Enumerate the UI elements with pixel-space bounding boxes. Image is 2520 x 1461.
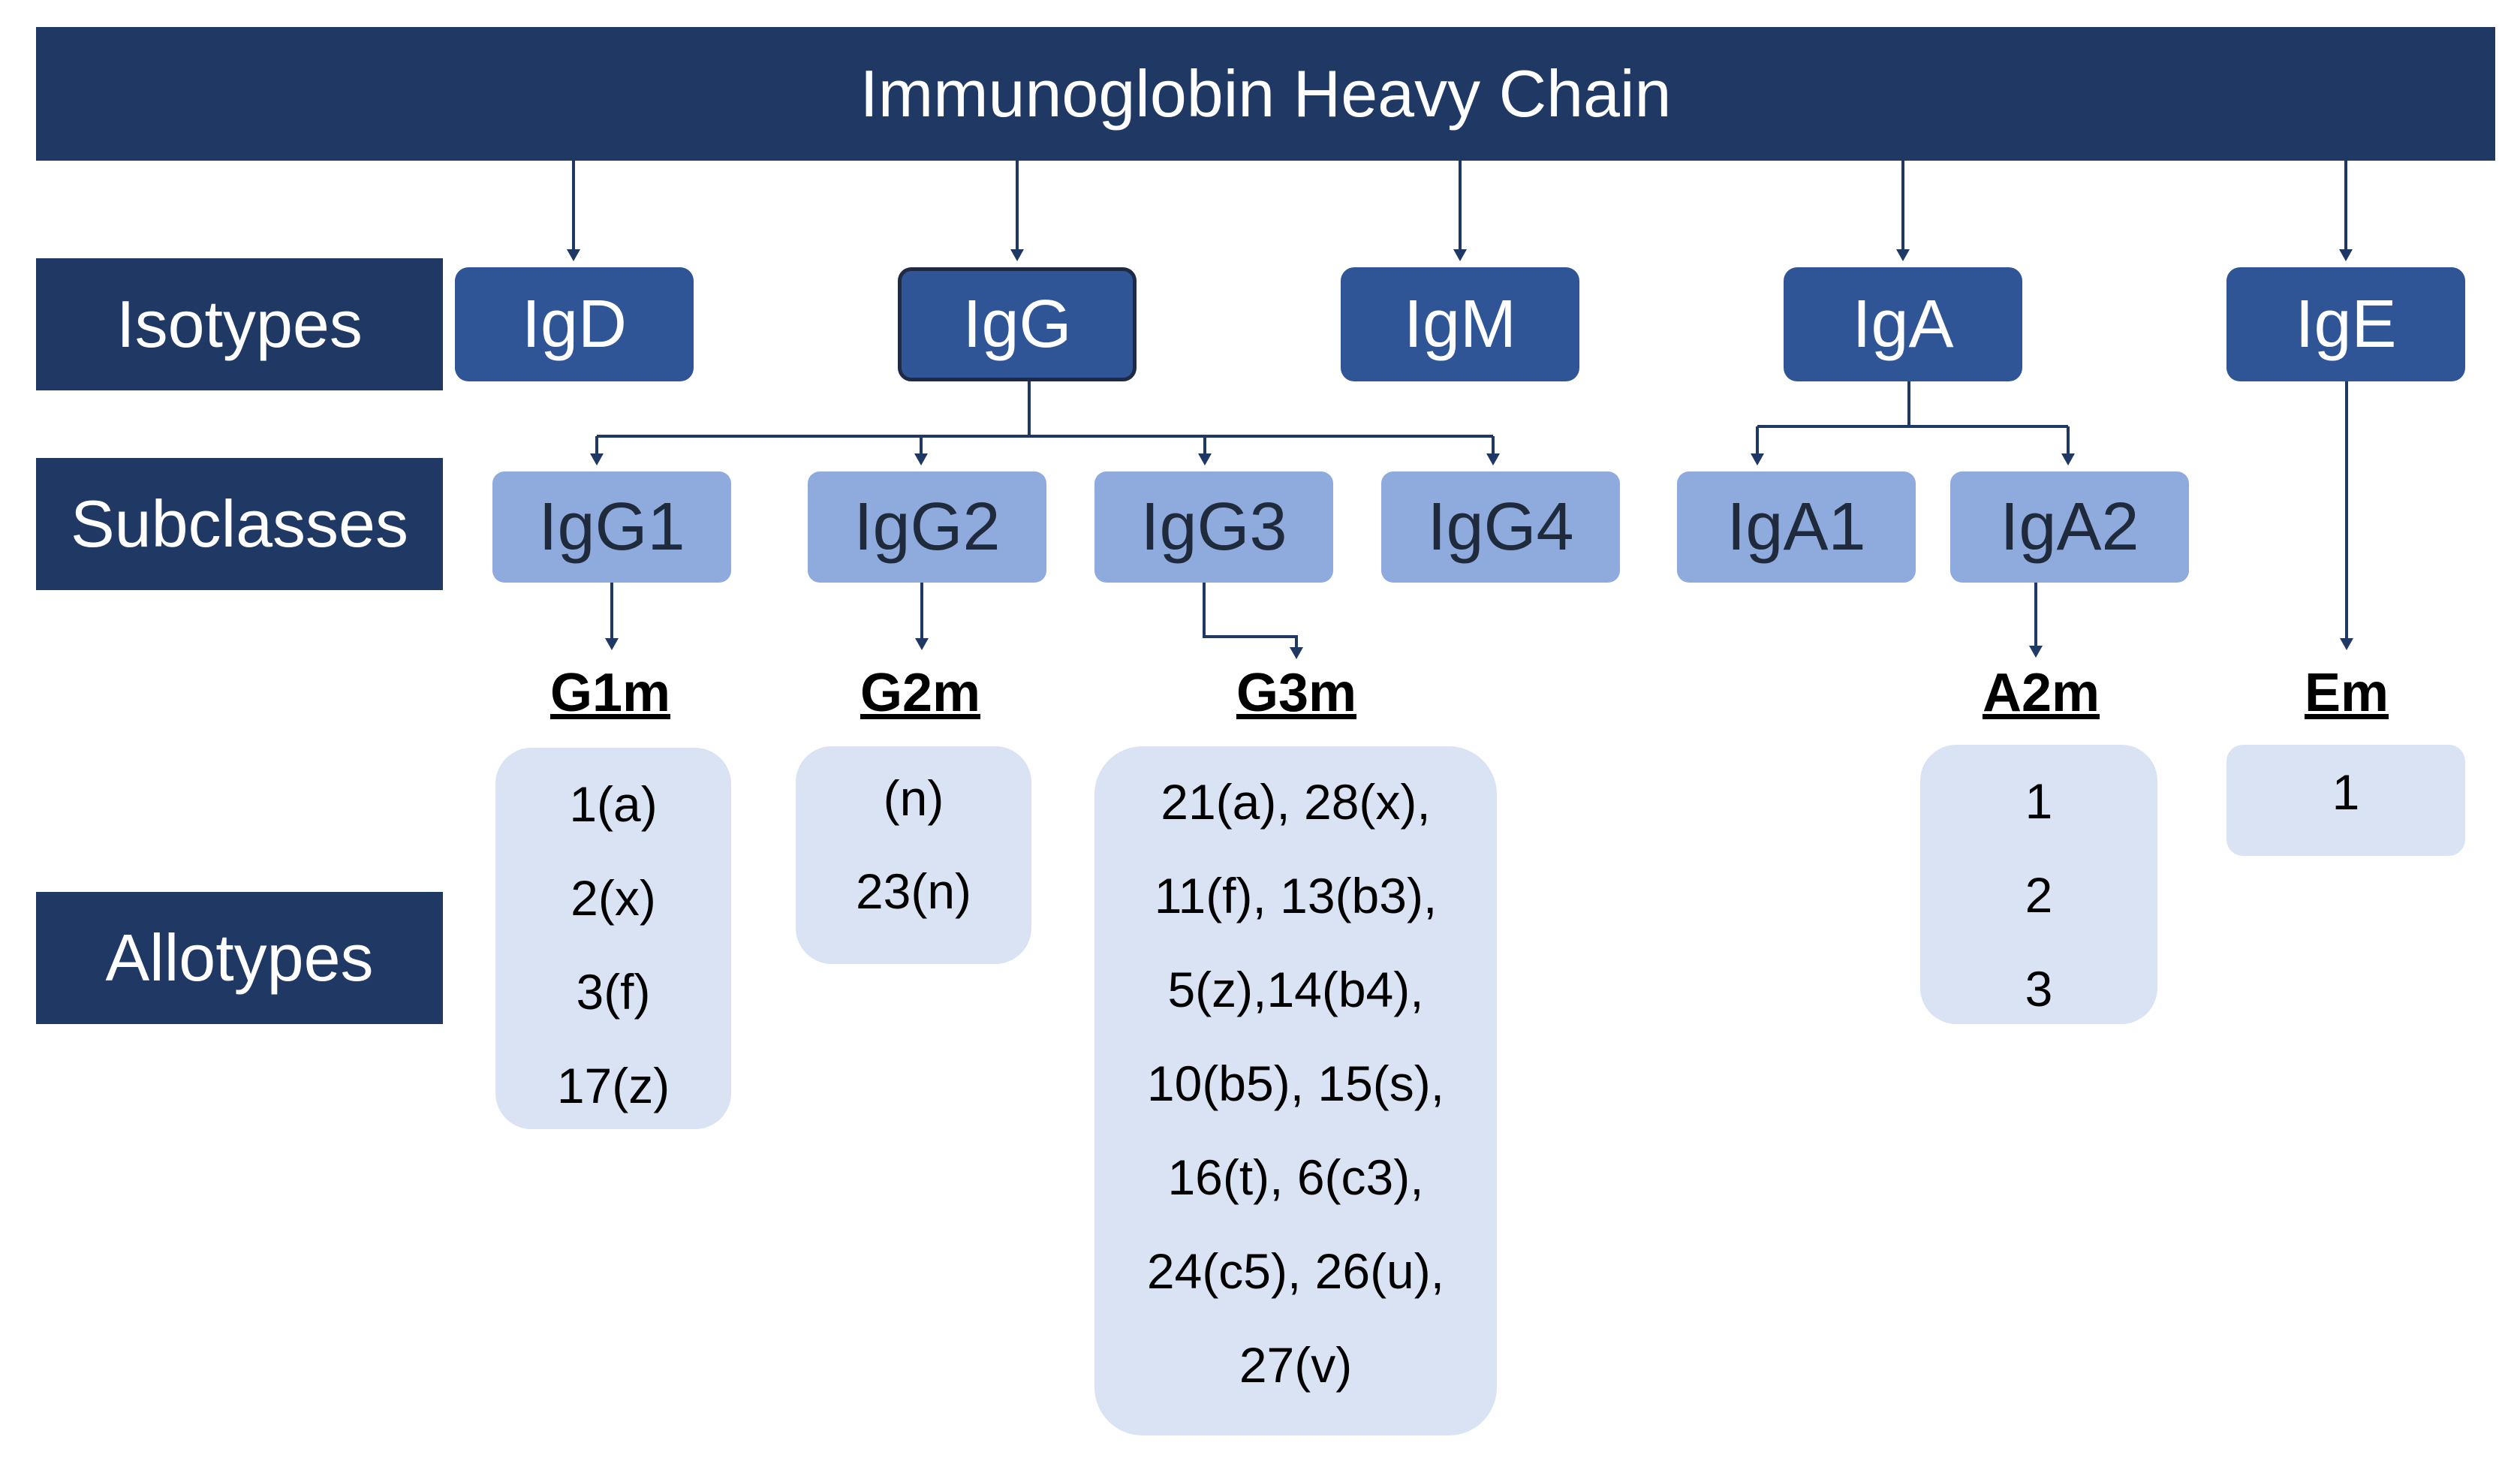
allotype-heading-g1m: G1m — [549, 663, 671, 723]
row-label-isotypes: Isotypes — [36, 258, 443, 390]
diagram-title: Immunoglobin Heavy Chain — [36, 27, 2495, 161]
allotype-item: 1 — [2025, 773, 2053, 829]
allotype-item: 2 — [2025, 867, 2053, 923]
allotype-box-a2m: 1 2 3 — [1920, 745, 2157, 1024]
allotype-item: 23(n) — [855, 863, 972, 919]
allotype-item: 11(f), 13(b3), — [1154, 868, 1438, 923]
isotype-igm: IgM — [1341, 267, 1579, 381]
allotype-item: 10(b5), 15(s), — [1146, 1056, 1445, 1111]
subclass-igg4: IgG4 — [1381, 471, 1620, 583]
isotype-igg: IgG — [898, 267, 1137, 381]
allotype-item: 17(z) — [556, 1058, 670, 1113]
subclass-iga1: IgA1 — [1677, 471, 1916, 583]
allotype-item: 1(a) — [569, 776, 658, 832]
allotype-box-g1m: 1(a) 2(x) 3(f) 17(z) — [495, 748, 731, 1129]
isotype-igd: IgD — [455, 267, 694, 381]
row-label-subclasses: Subclasses — [36, 458, 443, 590]
allotype-item: 24(c5), 26(u), — [1146, 1243, 1445, 1299]
allotype-item: 2(x) — [571, 870, 656, 926]
row-label-allotypes: Allotypes — [36, 892, 443, 1024]
allotype-heading-em: Em — [2304, 663, 2389, 723]
allotype-item: 16(t), 6(c3), — [1167, 1149, 1424, 1205]
allotype-heading-a2m: A2m — [1982, 663, 2100, 723]
subclass-igg3: IgG3 — [1094, 471, 1333, 583]
isotype-iga: IgA — [1784, 267, 2022, 381]
subclass-iga2: IgA2 — [1950, 471, 2189, 583]
allotype-item: 3(f) — [576, 964, 651, 1020]
subclass-igg1: IgG1 — [492, 471, 731, 583]
allotype-item: (n) — [883, 770, 944, 826]
isotype-ige: IgE — [2226, 267, 2465, 381]
allotype-box-g2m: (n) 23(n) — [796, 746, 1031, 964]
subclass-igg2: IgG2 — [808, 471, 1046, 583]
allotype-item: 3 — [2025, 961, 2053, 1017]
allotype-box-em: 1 — [2226, 745, 2465, 856]
allotype-heading-g2m: G2m — [860, 663, 981, 723]
allotype-item: 1 — [2332, 764, 2360, 820]
allotype-item: 5(z),14(b4), — [1167, 962, 1424, 1017]
allotype-heading-g3m: G3m — [1236, 663, 1357, 723]
allotype-box-g3m: 21(a), 28(x), 11(f), 13(b3), 5(z),14(b4)… — [1094, 746, 1497, 1435]
allotype-item: 21(a), 28(x), — [1161, 774, 1431, 830]
allotype-item: 27(v) — [1239, 1337, 1353, 1393]
